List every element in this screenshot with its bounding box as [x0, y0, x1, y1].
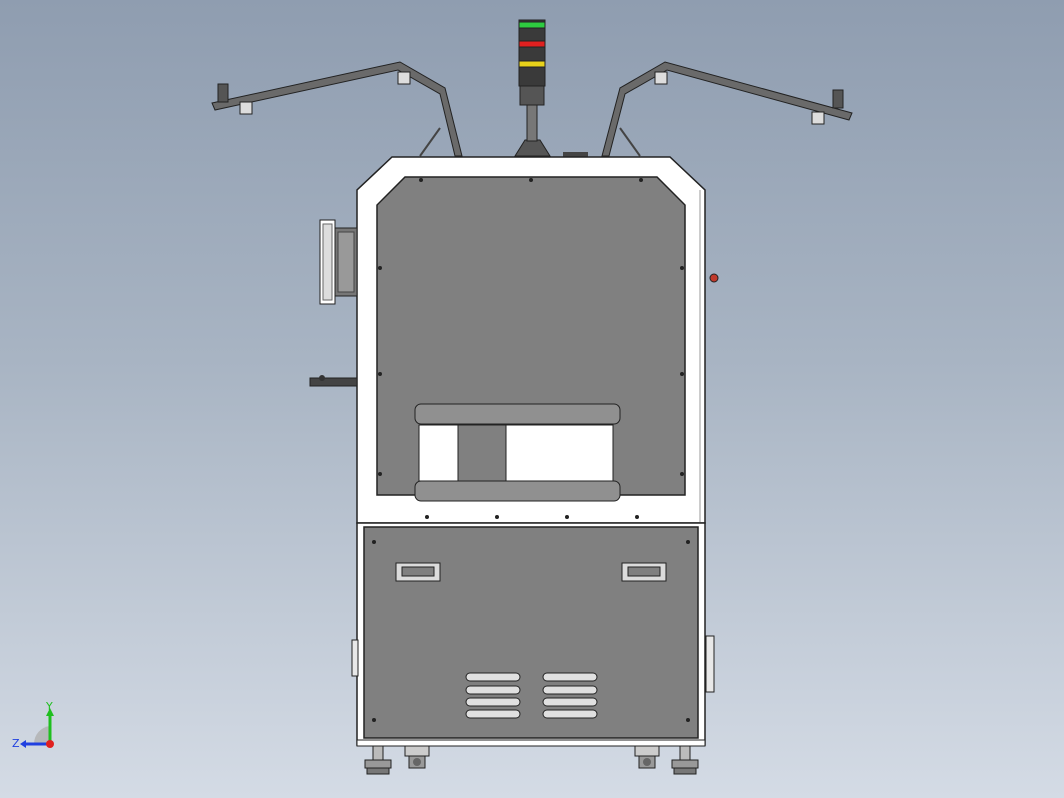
conveyor	[414, 403, 621, 502]
side-handle	[309, 375, 358, 387]
leveling-foot-right	[671, 745, 699, 775]
triad-plane-icon	[33, 726, 50, 744]
side-monitor	[319, 219, 358, 305]
base	[356, 739, 706, 775]
left-monitor-arm	[211, 61, 463, 157]
upper-panel-screws	[378, 178, 684, 519]
z-axis-label: Z	[12, 737, 20, 750]
right-monitor-arm	[601, 61, 853, 157]
ventilation-louvers	[465, 672, 598, 719]
caster-right	[634, 745, 660, 769]
door-handle-right	[621, 562, 667, 582]
top-plate	[563, 152, 588, 157]
lower-panel-screws	[372, 540, 690, 722]
signal-light-green	[518, 21, 546, 29]
emergency-stop-button	[709, 273, 719, 283]
left-arm-joint	[397, 71, 411, 85]
conveyor-top-roller	[414, 403, 621, 425]
conveyor-bottom-roller	[414, 480, 621, 502]
left-arm-mount	[239, 101, 253, 115]
y-axis-label: Y	[45, 700, 53, 713]
right-arm-mount	[811, 111, 825, 125]
lower-door-panel	[363, 526, 699, 739]
right-arm-clamp	[832, 89, 844, 109]
signal-light-red	[518, 40, 546, 48]
right-arm-joint	[654, 71, 668, 85]
left-arm-clamp	[217, 83, 229, 103]
right-hinge	[705, 635, 715, 693]
x-axis-icon	[46, 740, 54, 748]
door-handle-left	[395, 562, 441, 582]
lower-cabinet	[351, 522, 715, 746]
caster-left	[404, 745, 430, 769]
left-hinge	[351, 639, 359, 677]
signal-tower	[514, 19, 551, 157]
conveyor-opening	[457, 424, 507, 482]
signal-light-yellow	[518, 60, 546, 68]
orientation-triad[interactable]: Y Z	[8, 698, 68, 758]
leveling-foot-left	[364, 745, 392, 775]
